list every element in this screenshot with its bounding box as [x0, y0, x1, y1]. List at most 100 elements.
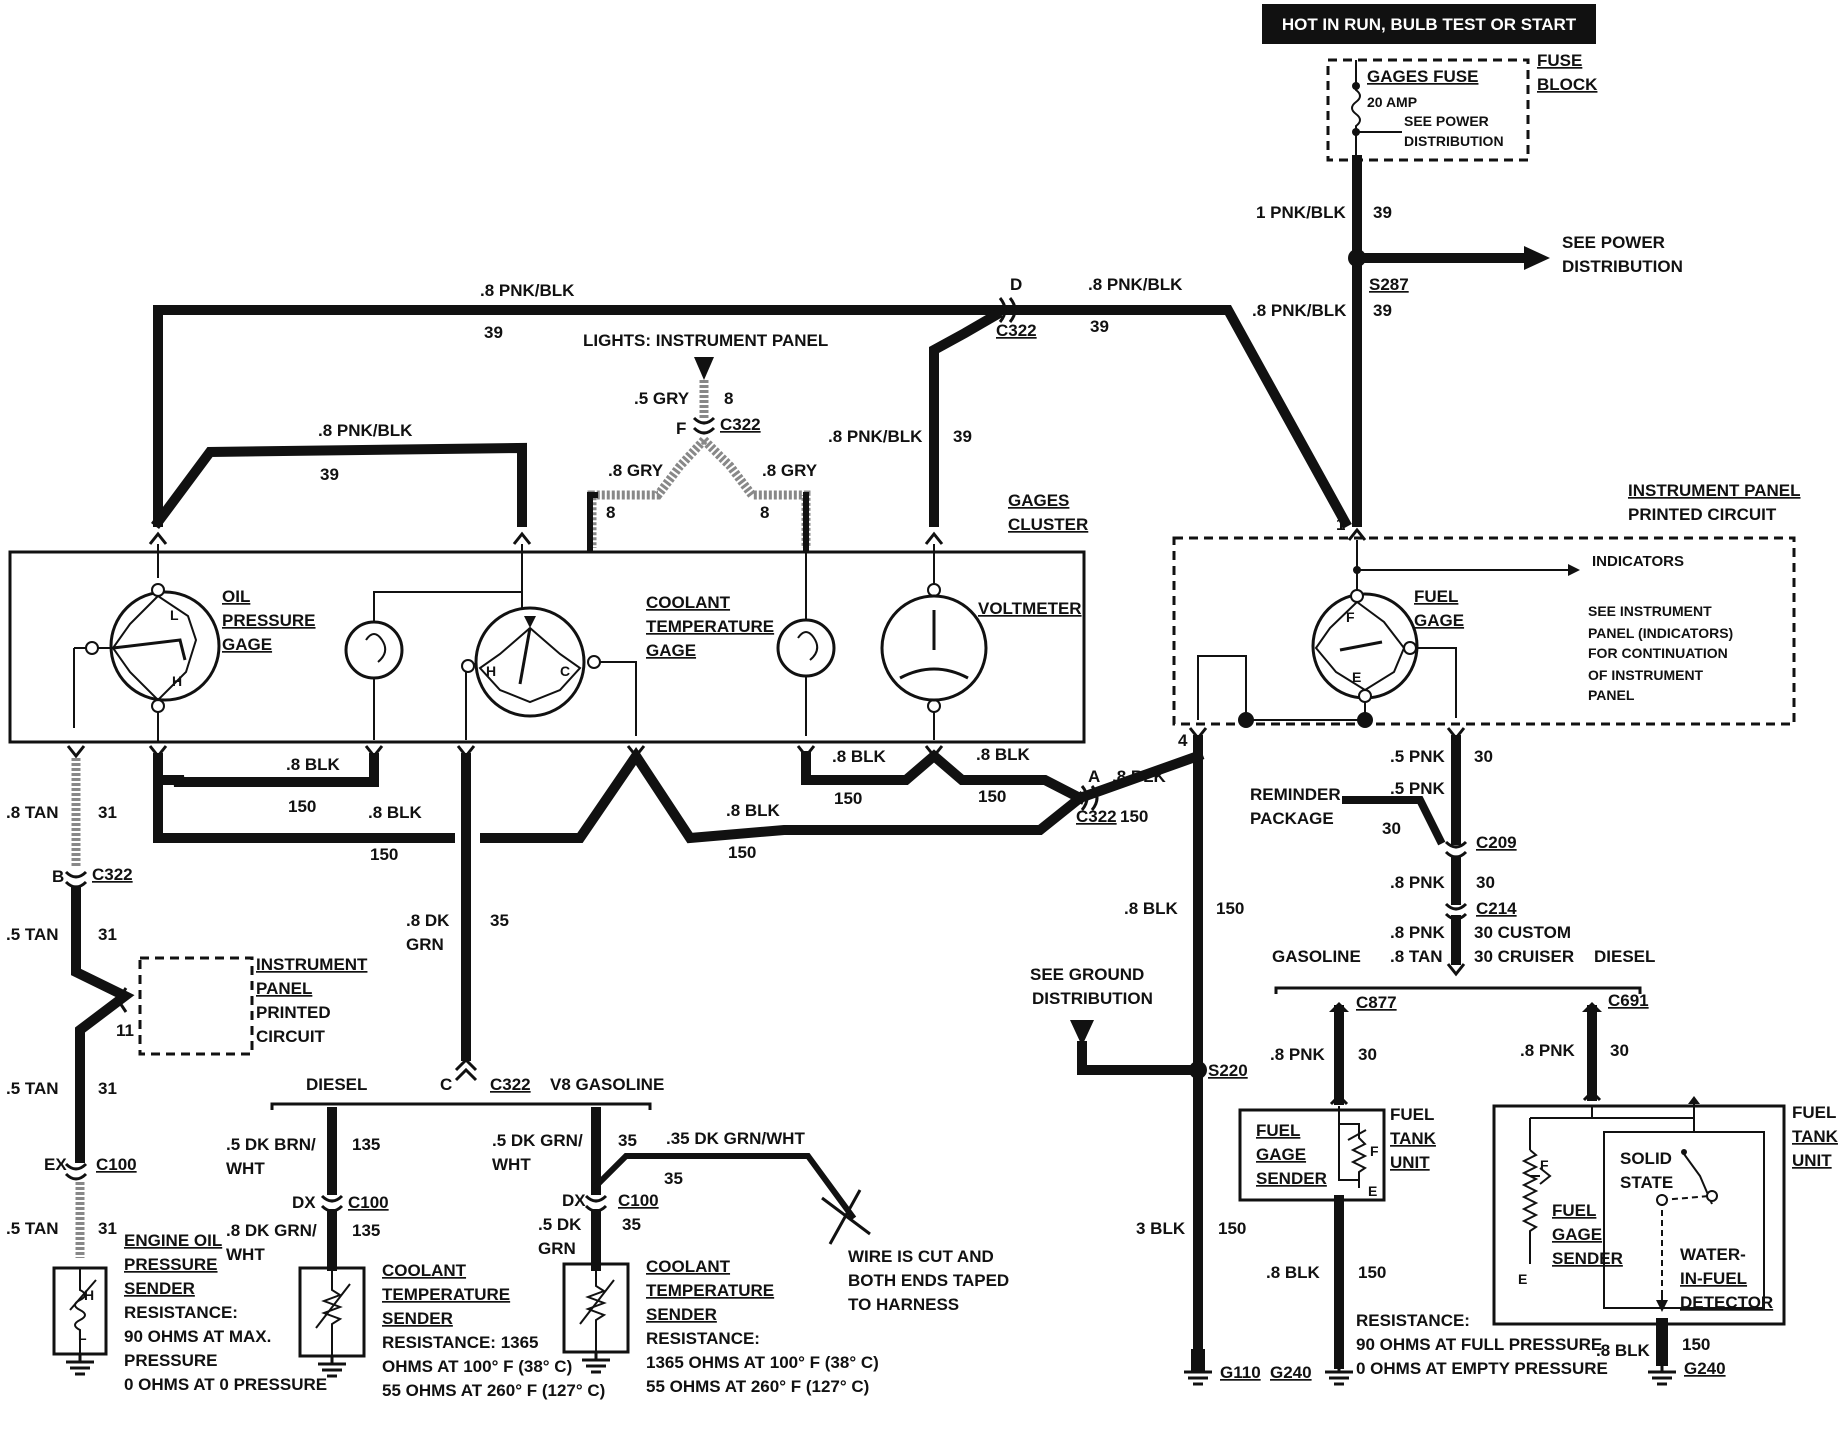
svg-text:DIESEL: DIESEL [306, 1075, 367, 1094]
connector-c214: C214 [1476, 899, 1517, 918]
svg-text:135: 135 [352, 1135, 380, 1154]
svg-text:DETECTOR: DETECTOR [1680, 1293, 1773, 1312]
svg-text:.8 DK: .8 DK [406, 911, 450, 930]
connector-c100-dx-v8: C100 [618, 1191, 659, 1210]
svg-text:.8 PNK: .8 PNK [1520, 1041, 1576, 1060]
svg-text:OF INSTRUMENT: OF INSTRUMENT [1588, 667, 1704, 683]
coolant-temperature-gage: H C COOLANT TEMPERATURE GAGE [461, 544, 774, 740]
svg-text:SENDER: SENDER [382, 1309, 453, 1328]
svg-text:D: D [1010, 275, 1022, 294]
ground-wiring: .8 BLK 150 .8 BLK 150 .8 BLK 150 .8 BLK … [153, 745, 1167, 864]
svg-text:150: 150 [978, 787, 1006, 806]
svg-text:.5 DK GRN/: .5 DK GRN/ [492, 1131, 583, 1150]
svg-text:A: A [1088, 767, 1100, 786]
svg-text:IN-FUEL: IN-FUEL [1680, 1269, 1747, 1288]
svg-text:.8 BLK: .8 BLK [286, 755, 341, 774]
svg-text:150: 150 [1358, 1263, 1386, 1282]
gages-cluster: GAGES CLUSTER L H OIL PRESSURE GAGE H C … [8, 491, 1088, 759]
svg-text:.5 DK: .5 DK [538, 1215, 582, 1234]
svg-text:39: 39 [1090, 317, 1109, 336]
v8-coolant-wiring: .5 DK GRN/ WHT 35 .35 DK GRN/WHT 35 DX C… [492, 1107, 1009, 1314]
svg-text:35: 35 [490, 911, 509, 930]
svg-text:OHMS AT 100° F (38° C): OHMS AT 100° F (38° C) [382, 1357, 572, 1376]
ground-distribution-wiring: 4 .8 BLK 150 SEE GROUND DISTRIBUTION S22… [1030, 731, 1261, 1386]
svg-text:8: 8 [760, 503, 769, 522]
splice-s220: S220 [1208, 1061, 1248, 1080]
svg-text:FUEL: FUEL [1414, 587, 1458, 606]
svg-text:COOLANT: COOLANT [382, 1261, 467, 1280]
svg-text:E: E [1352, 669, 1361, 685]
svg-text:TO HARNESS: TO HARNESS [848, 1295, 959, 1314]
svg-text:V8 GASOLINE: V8 GASOLINE [550, 1075, 664, 1094]
svg-text:GAGE: GAGE [1414, 611, 1464, 630]
fuel-tank-unit-gasoline: F E FUEL GAGE SENDER FUEL TANK UNIT .8 B… [1238, 1093, 1608, 1386]
svg-text:SEE GROUND: SEE GROUND [1030, 965, 1144, 984]
svg-text:SENDER: SENDER [1552, 1249, 1623, 1268]
svg-text:30 CUSTOM: 30 CUSTOM [1474, 923, 1571, 942]
hot-in-run-banner: HOT IN RUN, BULB TEST OR START [1262, 4, 1596, 44]
svg-text:INSTRUMENT PANEL: INSTRUMENT PANEL [1628, 481, 1801, 500]
svg-text:WHT: WHT [226, 1159, 265, 1178]
svg-text:GAGE: GAGE [646, 641, 696, 660]
lights-instrument-panel-label: LIGHTS: INSTRUMENT PANEL [583, 331, 828, 350]
svg-text:150: 150 [728, 843, 756, 862]
ground-g110: G110 [1220, 1363, 1261, 1382]
svg-text:150: 150 [1682, 1335, 1710, 1354]
svg-text:INSTRUMENT: INSTRUMENT [256, 955, 368, 974]
splice-s287: S287 [1369, 275, 1409, 294]
svg-text:FUSE: FUSE [1537, 51, 1582, 70]
fuel-gage: F E FUEL GAGE [1311, 587, 1464, 728]
svg-text:30 CRUISER: 30 CRUISER [1474, 947, 1574, 966]
svg-text:.8 PNK/BLK: .8 PNK/BLK [828, 427, 923, 446]
svg-text:31: 31 [98, 925, 117, 944]
connector-c877: C877 [1356, 993, 1397, 1012]
connector-c322-d: C322 [996, 321, 1037, 340]
svg-text:.8 PNK/BLK: .8 PNK/BLK [1088, 275, 1183, 294]
svg-text:CIRCUIT: CIRCUIT [256, 1027, 326, 1046]
svg-text:GAGE: GAGE [222, 635, 272, 654]
svg-text:STATE: STATE [1620, 1173, 1673, 1192]
svg-text:F: F [1346, 609, 1355, 625]
svg-text:WHT: WHT [492, 1155, 531, 1174]
svg-text:GAGES: GAGES [1008, 491, 1069, 510]
svg-text:1: 1 [1336, 515, 1345, 534]
svg-text:.8 BLK: .8 BLK [1124, 899, 1179, 918]
svg-text:SEE INSTRUMENT: SEE INSTRUMENT [1588, 603, 1712, 619]
svg-text:SENDER: SENDER [1256, 1169, 1327, 1188]
indicator-lamp-1 [344, 591, 522, 740]
svg-text:H: H [84, 1287, 94, 1303]
svg-text:TEMPERATURE: TEMPERATURE [382, 1285, 510, 1304]
svg-text:.5 PNK: .5 PNK [1390, 747, 1446, 766]
svg-text:BLOCK: BLOCK [1537, 75, 1598, 94]
gages-fuse-label: GAGES FUSE [1367, 67, 1478, 86]
svg-text:DIESEL: DIESEL [1594, 947, 1655, 966]
svg-text:55 OHMS AT 260° F (127° C): 55 OHMS AT 260° F (127° C) [382, 1381, 605, 1400]
connector-c322-f: C322 [720, 415, 761, 434]
fuse-block: GAGES FUSE 20 AMP SEE POWER DISTRIBUTION… [1326, 51, 1598, 162]
svg-text:PANEL: PANEL [256, 979, 312, 998]
svg-text:.8 GRY: .8 GRY [762, 461, 818, 480]
svg-text:150: 150 [288, 797, 316, 816]
svg-text:RESISTANCE:: RESISTANCE: [124, 1303, 238, 1322]
svg-text:150: 150 [1218, 1219, 1246, 1238]
svg-text:SOLID: SOLID [1620, 1149, 1672, 1168]
svg-text:L: L [170, 607, 179, 623]
svg-text:BOTH ENDS TAPED: BOTH ENDS TAPED [848, 1271, 1009, 1290]
svg-text:F: F [1370, 1143, 1379, 1159]
svg-text:WHT: WHT [226, 1245, 265, 1264]
svg-text:.35 DK GRN/WHT: .35 DK GRN/WHT [666, 1129, 805, 1148]
svg-text:UNIT: UNIT [1390, 1153, 1430, 1172]
svg-text:.5 DK BRN/: .5 DK BRN/ [226, 1135, 316, 1154]
svg-text:GRN: GRN [538, 1239, 576, 1258]
svg-text:GRN: GRN [406, 935, 444, 954]
svg-text:35: 35 [622, 1215, 641, 1234]
svg-text:31: 31 [98, 1079, 117, 1098]
svg-text:PRESSURE: PRESSURE [222, 611, 316, 630]
indicators-label: INDICATORS [1592, 553, 1684, 570]
svg-text:11: 11 [116, 1021, 134, 1040]
svg-text:DISTRIBUTION: DISTRIBUTION [1404, 133, 1504, 149]
fuse-rating: 20 AMP [1367, 94, 1417, 110]
svg-text:VOLTMETER: VOLTMETER [978, 599, 1082, 618]
svg-text:L: L [78, 1327, 87, 1343]
